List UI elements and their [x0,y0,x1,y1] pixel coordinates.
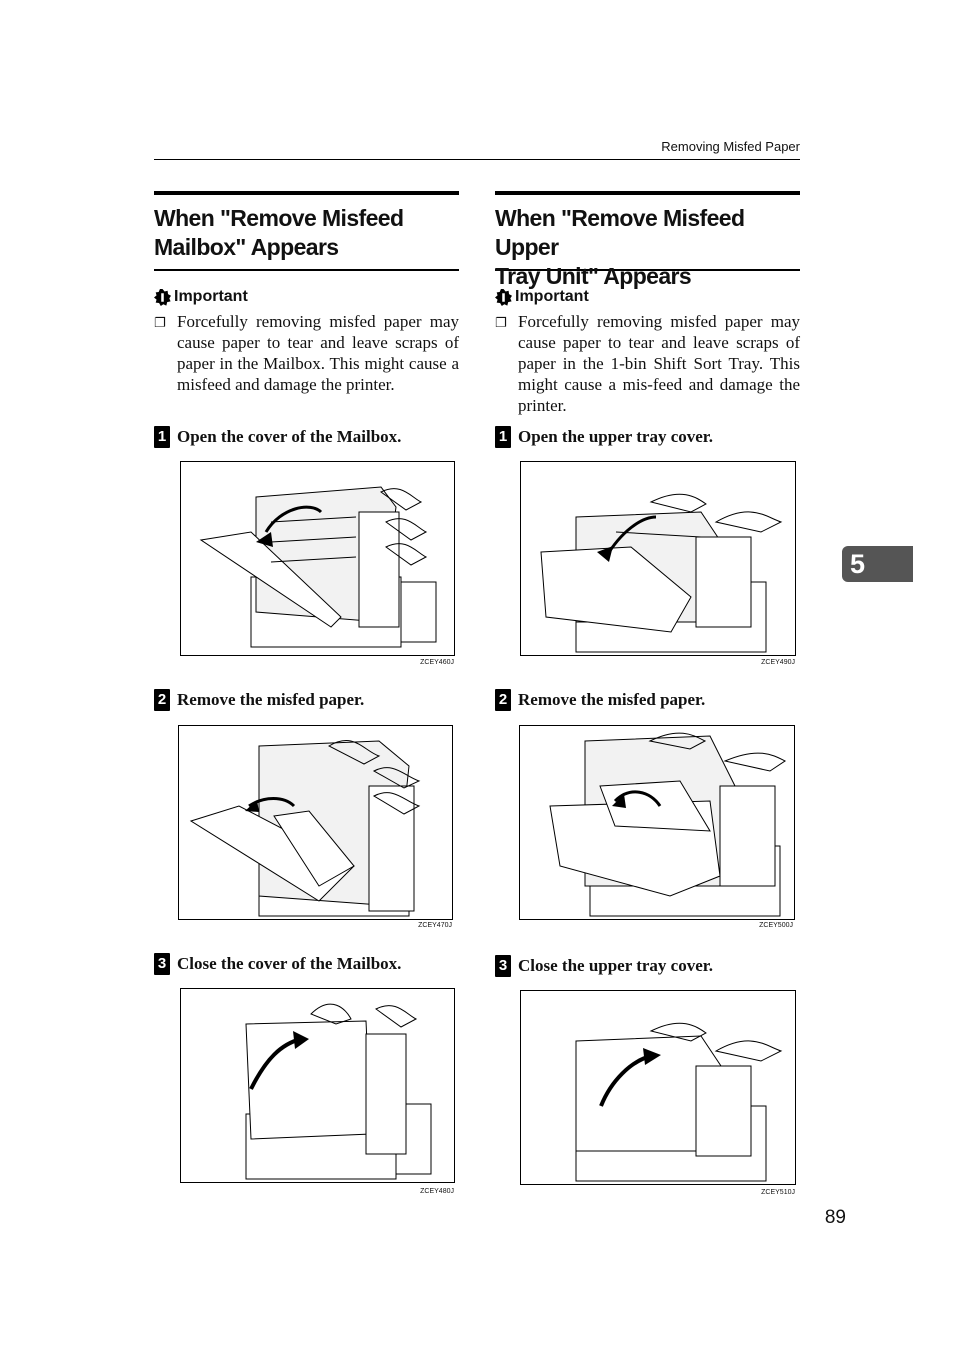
page-number: 89 [824,1207,846,1228]
important-icon [154,288,171,306]
title-line-2: Mailbox" Appears [154,234,339,260]
step-number: 1 [154,426,170,448]
figure-code: ZCEY500J [759,922,793,929]
section-title-upper-tray: When "Remove Misfeed Upper Tray Unit" Ap… [495,191,800,289]
important-note: ❐ Forcefully removing misfed paper may c… [154,311,459,395]
section-title-mailbox: When "Remove Misfeed Mailbox" Appears [154,191,459,271]
step-number: 1 [495,426,511,448]
step-number: 3 [495,955,511,977]
step-number: 2 [495,689,511,711]
step-number: 2 [154,689,170,711]
checkbox-bullet-icon: ❐ [495,316,507,331]
figure-code: ZCEY470J [418,922,452,929]
figure-close-mailbox-cover [180,988,455,1183]
step-text: Remove the misfed paper. [177,690,365,709]
step-text: Remove the misfed paper. [518,690,706,709]
figure-remove-paper-upper-tray [519,725,795,920]
header-rule [154,159,800,160]
figure-code: ZCEY480J [420,1188,454,1195]
step-text: Close the cover of the Mailbox. [177,954,402,973]
important-heading: Important [495,287,800,307]
important-note: ❐ Forcefully removing misfed paper may c… [495,311,800,416]
step-1: 1 Open the cover of the Mailbox. [154,426,401,448]
chapter-tab: 5 [842,546,913,582]
important-label: Important [174,288,248,305]
figure-code: ZCEY490J [761,659,795,666]
title-line-1: When "Remove Misfeed [154,205,404,231]
figure-code: ZCEY460J [420,659,454,666]
step-3: 3 Close the cover of the Mailbox. [154,953,401,975]
step-text: Open the cover of the Mailbox. [177,427,402,446]
step-number: 3 [154,953,170,975]
title-line-1: When "Remove Misfeed Upper [495,205,745,260]
step-2: 2 Remove the misfed paper. [495,689,705,711]
important-label: Important [515,288,589,305]
printer-illustration [189,740,421,917]
step-1: 1 Open the upper tray cover. [495,426,713,448]
figure-remove-paper-mailbox [178,725,453,920]
printer-illustration [575,1022,783,1182]
printer-illustration [245,1003,432,1180]
note-text: Forcefully removing misfed paper may cau… [518,312,800,415]
figure-close-upper-tray-cover [520,990,796,1185]
printer-illustration [540,493,783,653]
important-heading: Important [154,287,459,307]
section-mailbox: When "Remove Misfeed Mailbox" Appears Im… [154,191,459,1195]
step-text: Open the upper tray cover. [518,427,714,446]
section-upper-tray: When "Remove Misfeed Upper Tray Unit" Ap… [495,191,800,1196]
step-text: Close the upper tray cover. [518,956,714,975]
figure-open-mailbox-cover [180,461,455,656]
note-text: Forcefully removing misfed paper may cau… [177,312,459,394]
printer-illustration [199,486,437,648]
checkbox-bullet-icon: ❐ [154,316,166,331]
printer-illustration [549,732,786,917]
title-line-2: Tray Unit" Appears [495,263,692,289]
important-icon [495,288,512,306]
step-3: 3 Close the upper tray cover. [495,955,713,977]
figure-open-upper-tray-cover [520,461,796,656]
step-2: 2 Remove the misfed paper. [154,689,364,711]
figure-code: ZCEY510J [761,1189,795,1196]
running-header: Removing Misfed Paper [661,139,800,154]
